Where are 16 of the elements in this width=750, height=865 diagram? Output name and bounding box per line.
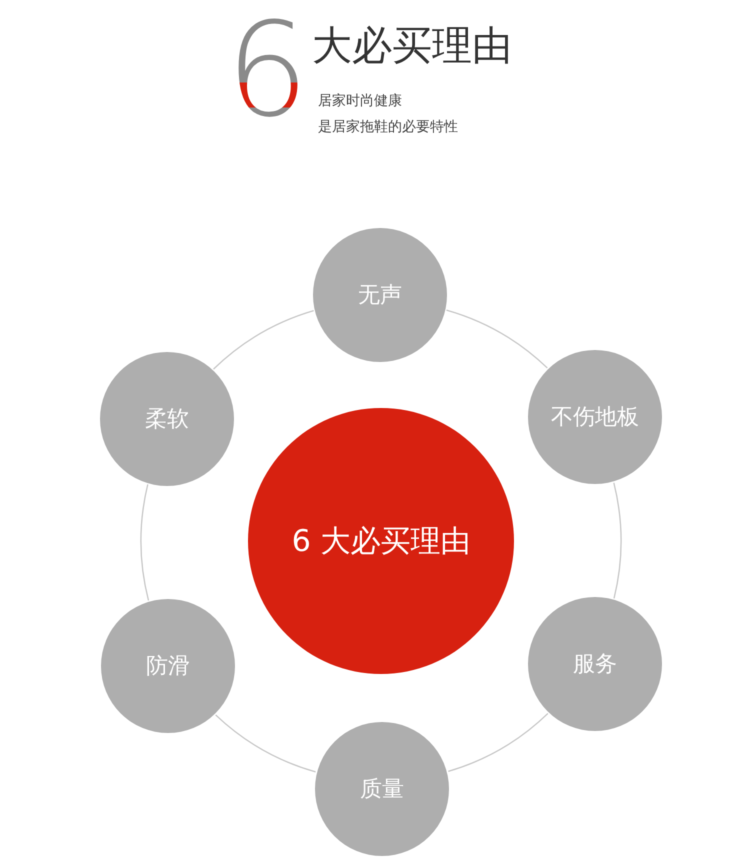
- ring-connector: [446, 309, 548, 368]
- heading: 大必买理由: [312, 22, 512, 70]
- circle-label: 柔软: [145, 406, 189, 434]
- ring-connector: [613, 482, 622, 599]
- ring-connector: [140, 484, 150, 601]
- circle-label: 质量: [360, 776, 404, 804]
- circle-label: 6 大必买理由: [292, 522, 470, 560]
- ring-connector: [213, 310, 314, 370]
- subtitle-line: 居家时尚健康: [318, 93, 402, 110]
- subtitle-line: 是居家拖鞋的必要特性: [318, 119, 458, 136]
- ring-connector: [215, 714, 316, 773]
- circle-label: 不伤地板: [551, 404, 639, 432]
- ring-connector: [448, 712, 548, 772]
- circle-label: 防滑: [146, 653, 190, 681]
- circle-label: 服务: [573, 651, 617, 679]
- circle-label: 无声: [358, 282, 402, 310]
